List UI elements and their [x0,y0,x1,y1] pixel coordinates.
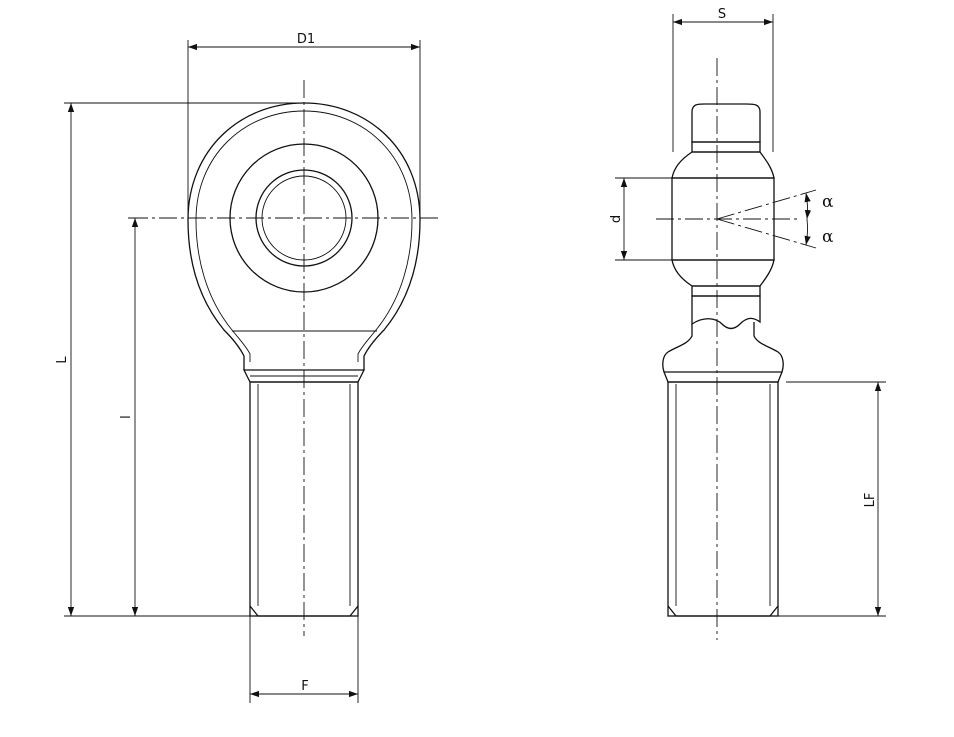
ball-bottom-cap [671,259,775,287]
dimension-l-total-label: L [55,356,70,364]
alpha-top-label: α [822,192,834,212]
alpha-arc-lower [804,218,811,246]
dimension-l-center-label: l [119,415,134,419]
side-dimensions: S d α α LF [609,7,886,617]
dimension-s-label: S [718,7,726,22]
housing-top-section [691,103,761,143]
alpha-arc-upper [804,192,812,220]
housing-bottom-section [691,295,761,330]
alpha-bottom-label: α [822,227,834,247]
liner-top [691,141,761,153]
front-view [130,80,440,636]
alpha-line-lower [716,218,817,249]
ball-top-cap [671,151,775,179]
dimension-d-label: d [609,215,624,223]
dimension-d1-label: D1 [297,32,315,47]
side-threaded-shank [667,381,779,617]
liner-bottom [691,285,761,297]
front-dimensions: D1 L l F [55,32,421,703]
side-chamfer [663,371,783,383]
side-neck [662,322,784,373]
alpha-line-upper [716,189,817,220]
side-view [656,58,817,640]
dimension-lf-label: LF [863,493,878,508]
dimension-f-label: F [301,679,308,694]
